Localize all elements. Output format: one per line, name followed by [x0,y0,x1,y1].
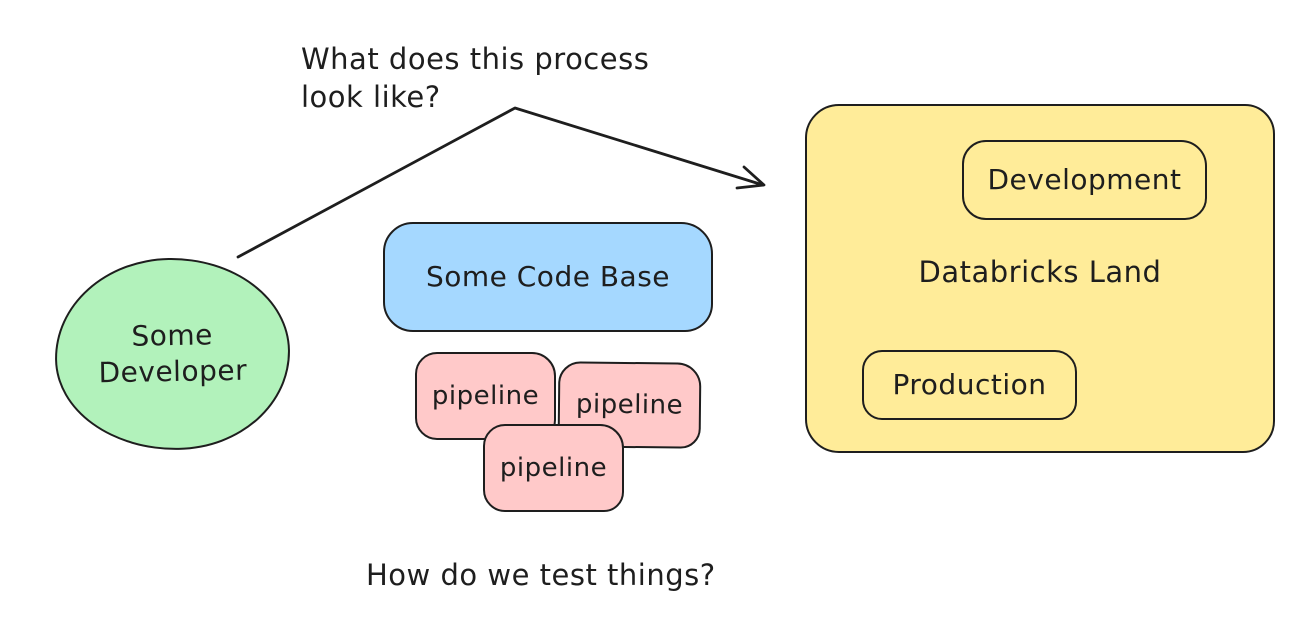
node-some-developer: Some Developer [53,255,292,453]
node-development-label: Development [987,163,1182,196]
node-production: Production [862,350,1077,420]
node-pipeline-2-label: pipeline [575,389,684,421]
bottom-question-label: How do we test things? [366,558,716,592]
node-some-code-base-label: Some Code Base [425,260,671,293]
node-pipeline-1: pipeline [415,352,556,440]
node-databricks-land: Development Databricks Land Production [805,104,1275,453]
node-pipeline-3: pipeline [483,424,624,512]
arrowhead-icon [735,165,766,190]
top-question-label: What does this process look like? [301,42,650,114]
node-some-code-base: Some Code Base [383,222,713,332]
node-pipeline-3-label: pipeline [499,453,608,483]
node-some-developer-label: Some Developer [98,318,248,390]
node-pipeline-1-label: pipeline [431,381,540,411]
node-databricks-land-label: Databricks Land [918,255,1162,289]
node-development: Development [962,140,1207,220]
node-production-label: Production [892,368,1047,401]
